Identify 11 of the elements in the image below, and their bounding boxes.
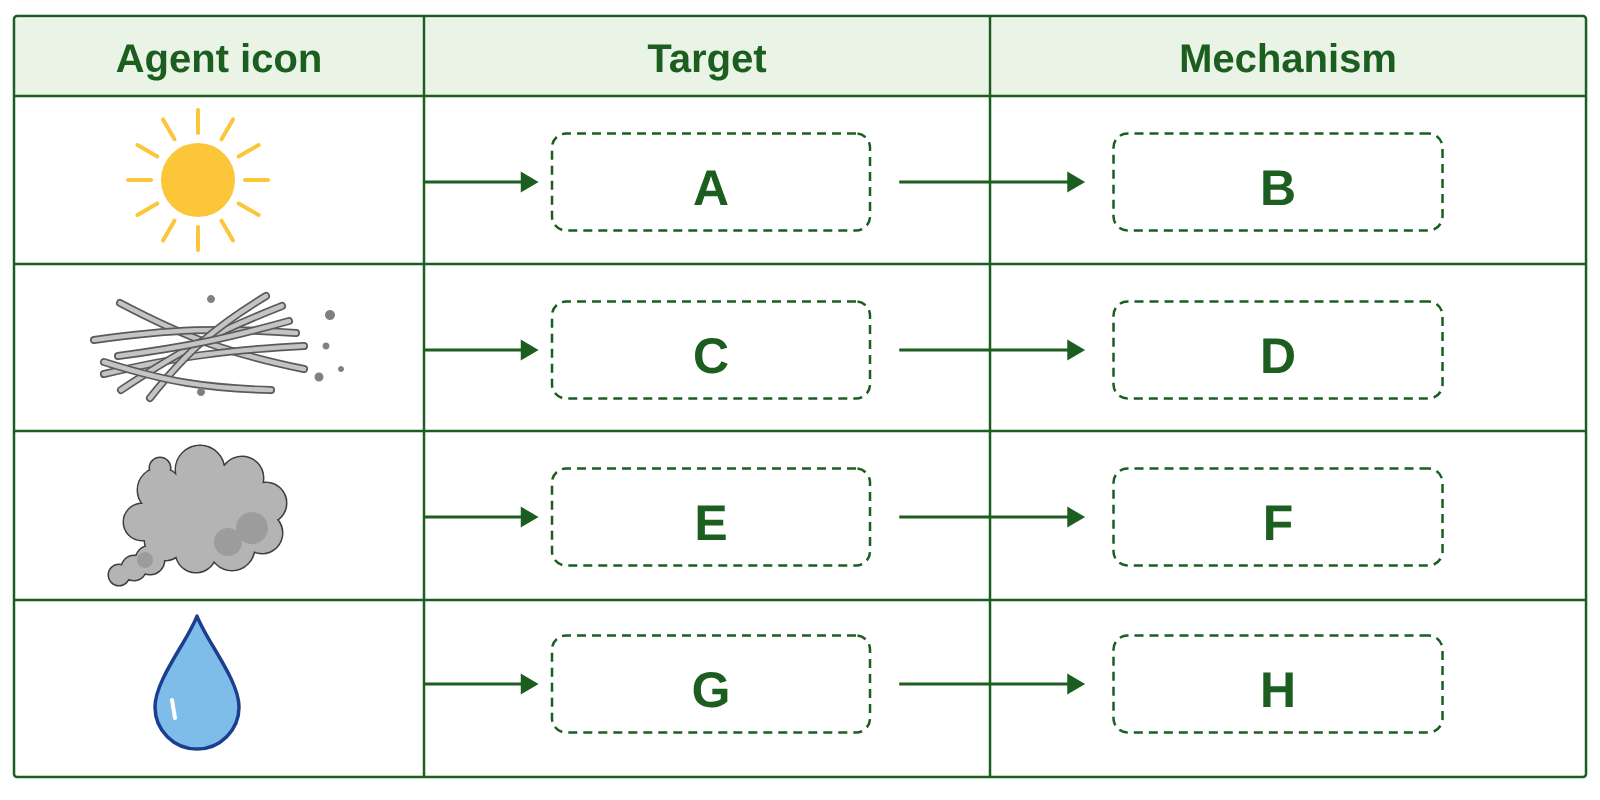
column-header: Agent icon bbox=[15, 18, 423, 96]
dashed-box: C bbox=[550, 300, 872, 400]
dashed-box: B bbox=[1112, 132, 1444, 232]
column-header: Mechanism bbox=[991, 18, 1585, 96]
dashed-box: F bbox=[1112, 467, 1444, 567]
dashed-box: H bbox=[1112, 634, 1444, 734]
dashed-box: G bbox=[550, 634, 872, 734]
column-header: Target bbox=[425, 18, 989, 96]
dashed-box: A bbox=[550, 132, 872, 232]
dashed-box: E bbox=[550, 467, 872, 567]
dashed-box: D bbox=[1112, 300, 1444, 400]
